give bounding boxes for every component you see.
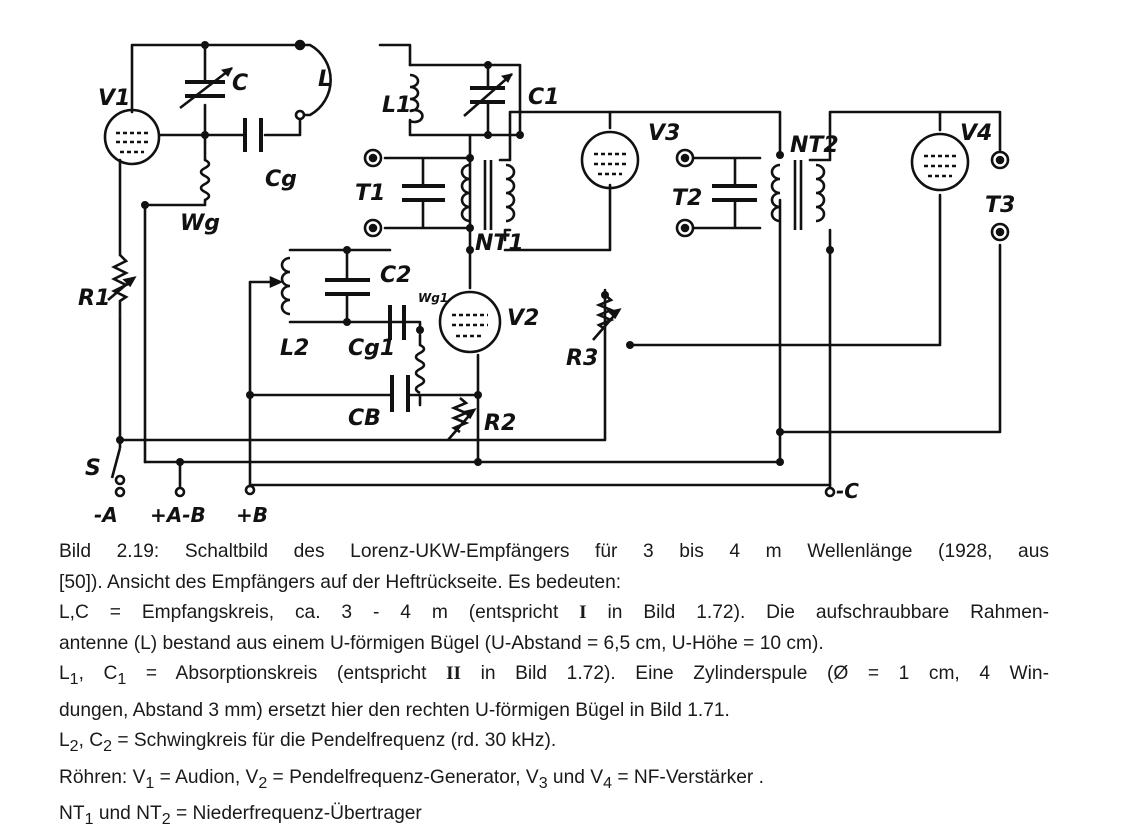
label-t3: T3 — [985, 193, 1015, 218]
transformer-nt1 — [460, 160, 516, 230]
transformer-nt2 — [770, 160, 826, 230]
wire-cg-r — [263, 113, 302, 137]
capacitor-cg1 — [388, 305, 406, 340]
wire-t3 — [778, 243, 1002, 434]
caption-line-9: NT1 und NT2 = Niederfrequenz-Übertrager — [59, 803, 422, 829]
label-plus-b: +B — [236, 503, 268, 527]
coil-l1 — [409, 73, 424, 124]
coil-l2 — [250, 256, 291, 316]
label-minus-c: -C — [836, 479, 859, 503]
junction-dots — [116, 41, 834, 466]
label-plus-a-minus-b: +A-B — [150, 503, 206, 527]
resistor-r1 — [107, 254, 137, 320]
caption-line-2: [50]). Ansicht des Empfängers auf der He… — [59, 571, 622, 593]
label-c: C — [232, 71, 248, 96]
wire-v2-cath — [458, 353, 480, 397]
label-r2: R2 — [484, 411, 516, 436]
bottom-terminals — [114, 462, 836, 498]
wire-l1-bottom — [408, 118, 522, 137]
wire-r3 — [118, 288, 607, 442]
tube-v3 — [580, 130, 640, 190]
terminals-t3 — [990, 150, 1010, 242]
resistor-r2 — [447, 397, 477, 441]
label-wg: Wg — [180, 211, 220, 236]
tube-v4 — [910, 132, 970, 192]
circuit-schematic: V1 C L L1 C1 V3 NT2 V4 Cg Wg T1 T2 T3 NT… — [78, 39, 1015, 527]
caption-line-5: L1, C1 = Absorptionskreis (entspricht II… — [59, 663, 1049, 689]
label-v1: V1 — [98, 86, 130, 111]
label-v3: V3 — [648, 121, 680, 146]
label-l2: L2 — [280, 336, 309, 361]
wire-top-left — [130, 43, 302, 114]
label-c1: C1 — [528, 85, 559, 110]
caption-line-8: Röhren: V1 = Audion, V2 = Pendelfrequenz… — [59, 766, 764, 792]
wire-nt2-r — [808, 110, 942, 162]
capacitor-cg — [243, 118, 263, 152]
wire-c2-box — [288, 248, 392, 324]
label-v2: V2 — [507, 306, 539, 331]
capacitor-t2 — [712, 158, 757, 228]
wire-v4-plate — [938, 110, 1002, 152]
figure-caption: Bild 2.19: Schaltbild des Lorenz-UKW-Emp… — [59, 537, 1049, 836]
capacitor-c2 — [325, 250, 370, 322]
label-c2: C2 — [380, 263, 411, 288]
wire-v3-plate — [608, 110, 782, 157]
label-nt1: NT1 — [475, 231, 524, 256]
caption-line-1: Bild 2.19: Schaltbild des Lorenz-UKW-Emp… — [59, 541, 1049, 562]
wire-l1-top — [378, 43, 412, 67]
label-nt2: NT2 — [790, 133, 839, 158]
wire-nt1-r — [498, 110, 612, 162]
label-l: L — [318, 67, 332, 92]
capacitor-t1 — [402, 158, 445, 228]
label-r3: R3 — [566, 346, 598, 371]
caption-line-3: L,C = Empfangskreis, ca. 3 - 4 m (entspr… — [59, 602, 1049, 624]
terminals-t1 — [363, 148, 383, 238]
label-wg1: Wg1 — [418, 291, 448, 305]
tube-v2 — [438, 290, 502, 354]
wire-v3-cath — [503, 183, 612, 252]
label-cg: Cg — [265, 167, 297, 192]
tube-v1 — [103, 108, 161, 166]
wire-nt1-r2 — [503, 228, 512, 242]
capacitor-cb — [390, 375, 410, 412]
label-l1: L1 — [382, 93, 411, 118]
terminals-t2 — [675, 148, 695, 238]
wire-wg-bot — [143, 198, 207, 464]
label-t1: T1 — [355, 181, 385, 206]
label-r1: R1 — [78, 286, 110, 311]
resistor-wg1 — [414, 343, 426, 395]
label-cg1: Cg1 — [348, 336, 395, 361]
label-minus-a: -A — [94, 503, 118, 527]
label-s: S — [85, 456, 101, 481]
capacitor-c — [179, 66, 233, 110]
label-v4: V4 — [960, 121, 992, 146]
resistor-r3 — [592, 294, 622, 341]
label-cb: CB — [348, 406, 381, 431]
caption-line-6: dungen, Abstand 3 mm) ersetzt hier den r… — [59, 699, 730, 721]
switch-s — [110, 440, 126, 486]
resistor-wg — [199, 158, 211, 202]
label-t2: T2 — [672, 186, 702, 211]
capacitor-c1 — [463, 65, 513, 135]
wire-v4-cath — [628, 193, 942, 347]
caption-line-4: antenne (L) bestand aus einem U-förmigen… — [59, 632, 824, 654]
caption-line-7: L2, C2 = Schwingkreis für die Pendelfreq… — [59, 730, 557, 756]
